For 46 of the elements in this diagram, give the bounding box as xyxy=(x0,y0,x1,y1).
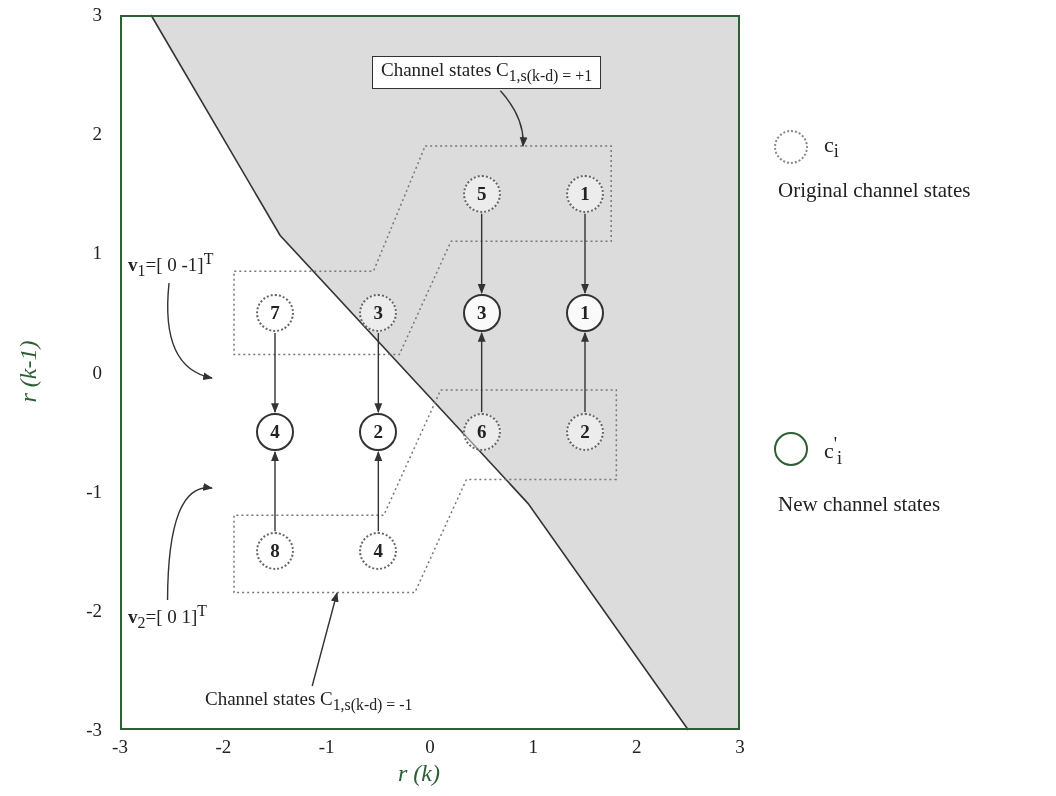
new-state-marker: 4 xyxy=(256,413,294,452)
axis-tick-label: 1 xyxy=(527,736,540,758)
axis-tick-label: 2 xyxy=(630,736,643,758)
original-state-marker: 6 xyxy=(462,413,501,452)
axis-tick-label: 0 xyxy=(424,736,436,758)
axis-tick-label: -3 xyxy=(85,719,102,741)
legend-caption: New channel states xyxy=(778,492,941,517)
dotted-region-outline xyxy=(231,388,618,595)
arrow xyxy=(271,332,279,414)
arrow xyxy=(581,213,589,294)
original-state-marker: 4 xyxy=(359,532,398,571)
original-state-marker: 5 xyxy=(462,174,501,213)
annotation-text: Channel states C$_{1,s(k-d) = -1}$ xyxy=(205,688,413,715)
original-state-marker: 1 xyxy=(566,174,604,213)
axis-tick-label: -1 xyxy=(85,480,102,503)
leader-line xyxy=(499,90,528,148)
arrow xyxy=(581,331,589,413)
leader-line xyxy=(167,282,213,380)
original-state-marker: 7 xyxy=(256,293,294,332)
original-state-marker: 3 xyxy=(359,293,398,332)
axis-tick-label: -2 xyxy=(85,599,102,622)
vector-label: v$_{1}$=[ 0 -1]$^{T}$ xyxy=(128,250,214,282)
axis-title: r (k-1) xyxy=(15,340,43,403)
arrow xyxy=(374,451,383,532)
vector-label: v$_{2}$=[ 0 1]$^{T}$ xyxy=(128,602,207,634)
leader-line xyxy=(311,592,339,687)
axis-title: r (k) xyxy=(398,760,440,787)
axis-tick-label: 3 xyxy=(734,736,746,758)
axis-tick-label: 0 xyxy=(91,361,102,384)
callout-box: Channel states C$_{1,s(k-d) = +1}$ xyxy=(372,56,602,89)
arrow xyxy=(271,451,279,532)
axis-tick-label: -3 xyxy=(111,736,129,758)
axis-tick-label: 3 xyxy=(91,4,102,26)
leader-line xyxy=(166,483,213,601)
original-state-marker: 2 xyxy=(566,413,604,452)
axis-tick-label: 2 xyxy=(91,123,102,146)
legend-label: c$_{i}$ xyxy=(824,132,839,163)
original-state-marker: 8 xyxy=(256,532,294,571)
arrow xyxy=(477,213,486,294)
axis-tick-label: 1 xyxy=(91,242,102,265)
new-state-marker: 2 xyxy=(359,413,398,452)
legend-caption: Original channel states xyxy=(778,178,971,203)
arrow xyxy=(477,331,486,413)
axis-tick-label: -1 xyxy=(317,736,336,758)
axis-tick-label: -2 xyxy=(214,736,233,758)
arrow xyxy=(374,332,383,414)
